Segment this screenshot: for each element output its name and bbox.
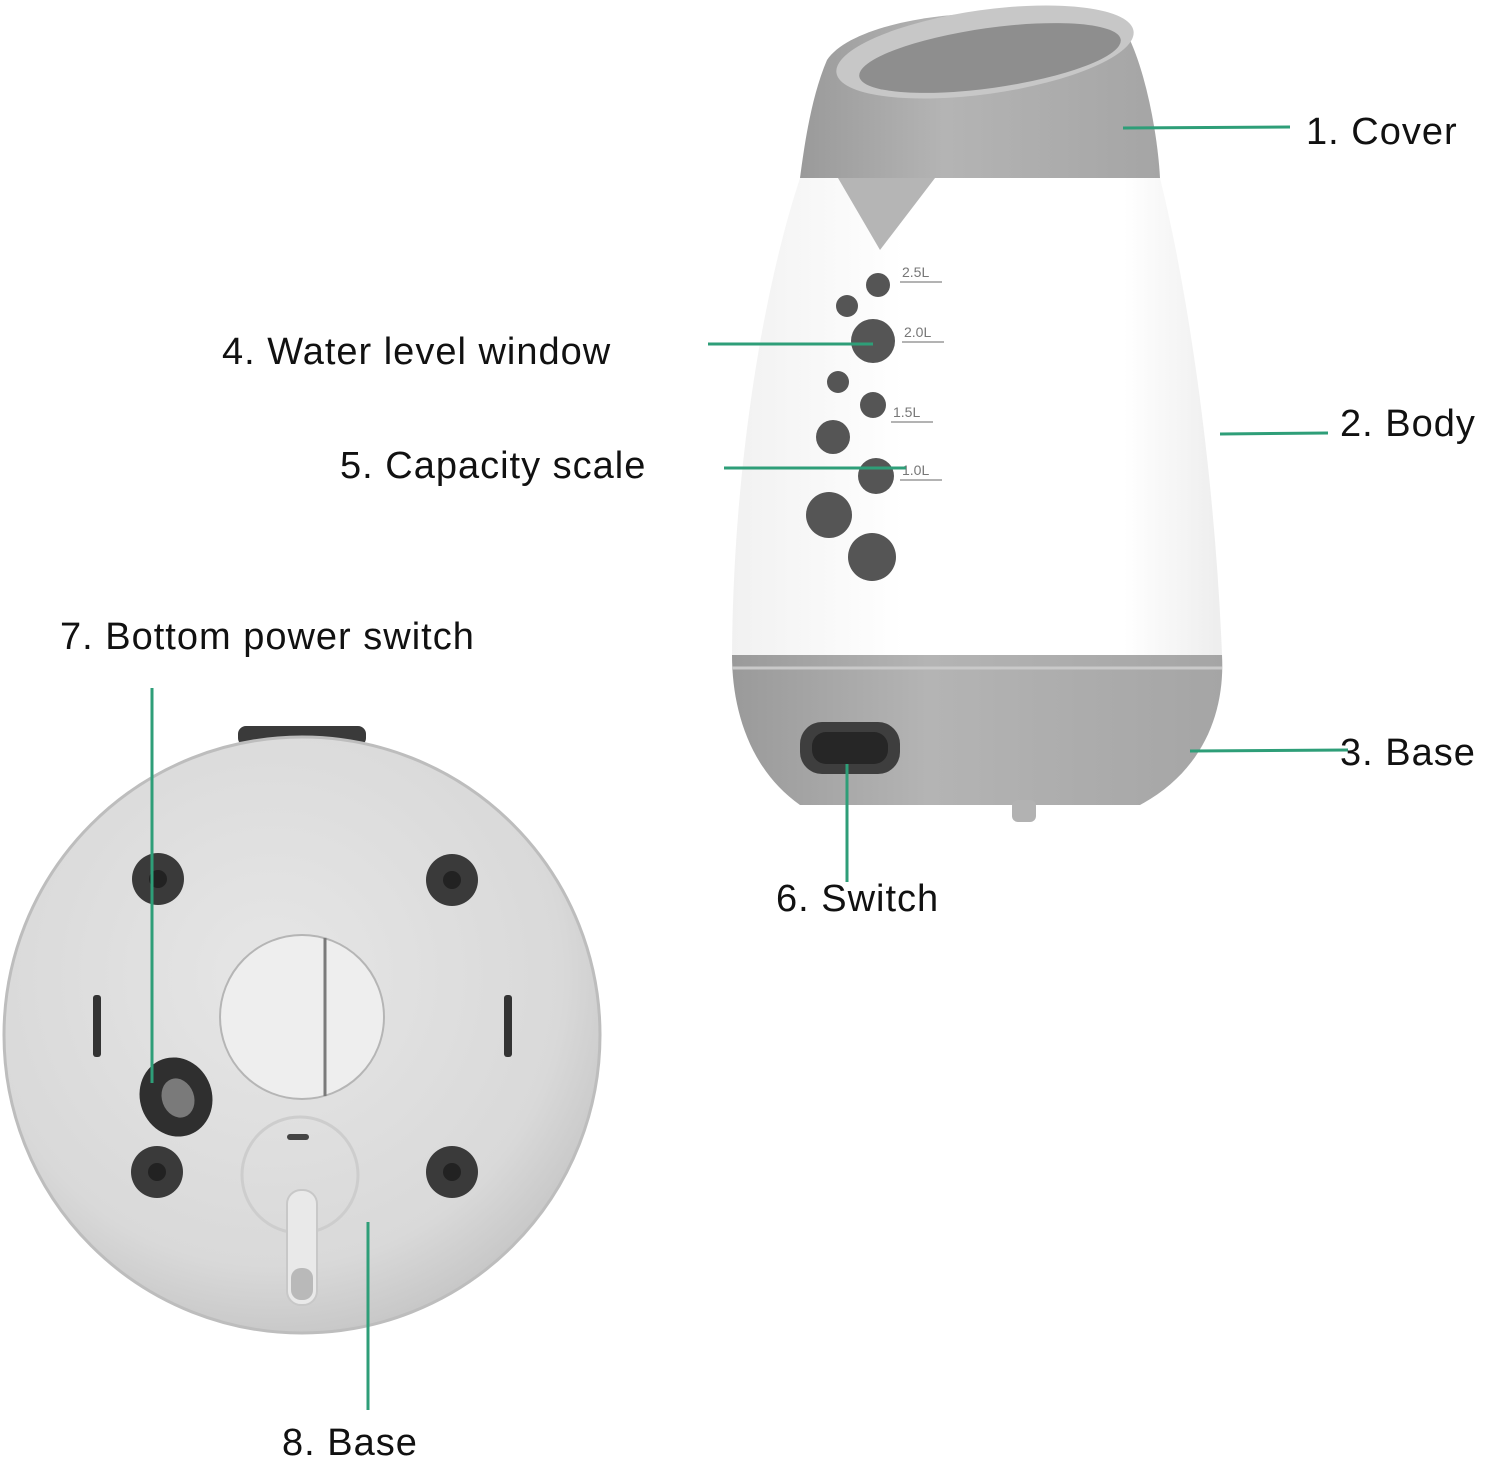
vent-slot <box>93 995 101 1057</box>
scale-mark-2-0: 2.0L <box>904 324 931 340</box>
leader-line-body <box>1219 431 1329 436</box>
label-cover: 1. Cover <box>1306 111 1458 153</box>
window-dot <box>858 458 894 494</box>
leader-line-cover <box>1122 125 1291 130</box>
leader-line-base <box>1189 748 1349 753</box>
body-v-notch <box>838 178 935 250</box>
front-switch-button <box>812 732 888 764</box>
label-bottom-base: 8. Base <box>282 1422 418 1464</box>
rubber-foot <box>443 1163 461 1181</box>
device-body-shell <box>732 178 1222 655</box>
label-bottom-power-switch: 7. Bottom power switch <box>60 616 475 658</box>
rubber-foot <box>148 1163 166 1181</box>
cover-opening <box>859 23 1121 93</box>
water-level-window-dots <box>806 273 896 581</box>
bottom-power-switch-button <box>161 1078 195 1118</box>
base-foot <box>1012 800 1036 822</box>
label-water-level-window: 4. Water level window <box>222 331 612 373</box>
label-body: 2. Body <box>1340 403 1476 445</box>
leader-lines <box>150 125 1349 1410</box>
rubber-feet <box>131 853 478 1198</box>
rubber-foot <box>443 871 461 889</box>
window-dot <box>816 420 850 454</box>
label-capacity-scale: 5. Capacity scale <box>340 445 647 487</box>
window-dot <box>827 371 849 393</box>
window-dot <box>806 492 852 538</box>
scale-mark-2-5: 2.5L <box>902 264 929 280</box>
scale-mark-1-5: 1.5L <box>893 404 920 420</box>
small-slot <box>287 1134 309 1140</box>
window-dot <box>851 319 895 363</box>
cord-channel-end <box>291 1268 313 1300</box>
center-opening <box>219 934 385 1100</box>
window-dot <box>860 392 886 418</box>
capacity-scale-marks: 2.5L 2.0L 1.5L 1.0L <box>891 264 944 481</box>
vent-slot <box>504 995 512 1057</box>
device-bottom-illustration <box>2 726 602 1335</box>
scale-mark-1-0: 1.0L <box>902 462 929 478</box>
window-dot <box>836 295 858 317</box>
device-upright-illustration: 2.5L 2.0L 1.5L 1.0L <box>732 5 1223 822</box>
window-dot <box>848 533 896 581</box>
window-dot <box>866 273 890 297</box>
label-base: 3. Base <box>1340 732 1476 774</box>
label-switch: 6. Switch <box>776 878 940 920</box>
